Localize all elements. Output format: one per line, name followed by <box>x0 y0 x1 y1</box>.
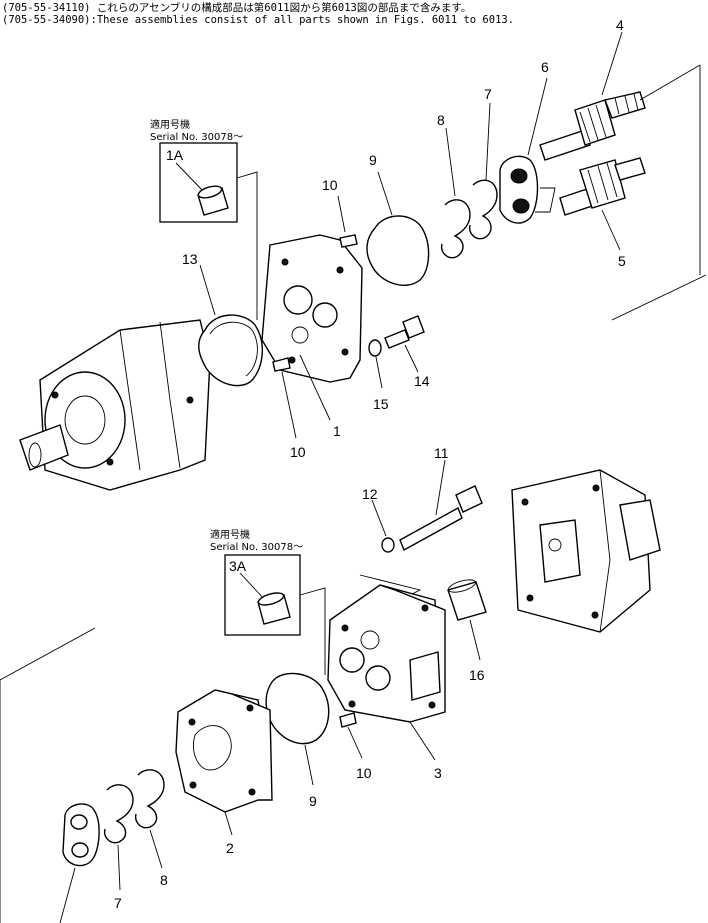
callout-12: 12 <box>362 486 378 502</box>
lower-inset-label: 3A <box>229 558 247 574</box>
bushing-1a <box>197 185 229 216</box>
bushing-plate-6-bottom <box>62 803 100 867</box>
dowel-pin-lower <box>272 357 291 372</box>
callout-10a: 10 <box>322 177 338 193</box>
upper-inset-box <box>159 142 238 223</box>
leader-15 <box>375 356 383 389</box>
lower-inset-jp-label: 適用号機 <box>210 528 250 541</box>
leader-6-top <box>527 77 548 156</box>
bushing-16 <box>447 579 487 621</box>
washer-12 <box>381 537 395 553</box>
leader-2 <box>224 811 233 836</box>
bolt-14 <box>384 315 425 349</box>
leader-9-bottom <box>304 744 314 786</box>
bushing-plate-6-top <box>499 155 539 224</box>
dowel-pin-bottom <box>339 712 357 728</box>
snap-ring-8-top <box>440 199 471 259</box>
upper-inset-serial: Serial No. 30078～ <box>150 132 243 143</box>
callout-14: 14 <box>414 373 430 389</box>
leader-13 <box>199 264 216 316</box>
header-note-japanese: (705-55-34110) これらのアセンブリの構成部品は第6011図から第6… <box>2 1 471 14</box>
callout-7-top: 7 <box>484 86 492 102</box>
phantom-line-upper-right-b <box>639 64 701 101</box>
callout-16: 16 <box>469 667 485 683</box>
gasket-9-top <box>366 215 430 286</box>
callout-8-top: 8 <box>437 112 445 128</box>
upper-inset-label: 1A <box>166 147 184 163</box>
callout-8-bottom: 8 <box>160 872 168 888</box>
leader-10b <box>281 371 297 439</box>
phantom-line-lower-left-a <box>0 627 96 681</box>
callout-6-top: 6 <box>541 59 549 75</box>
leader-6-bottom <box>59 867 76 923</box>
callout-10b: 10 <box>290 444 306 460</box>
lower-inset-link-line <box>299 587 326 675</box>
upper-inset-leader <box>175 162 205 193</box>
callout-15: 15 <box>373 396 389 412</box>
leader-11 <box>435 459 446 516</box>
driven-gear-5 <box>559 157 646 216</box>
callout-11: 11 <box>434 445 449 461</box>
bushing-3a <box>257 592 291 625</box>
callout-7-bottom: 7 <box>114 895 122 911</box>
callout-2: 2 <box>226 840 234 856</box>
leader-5 <box>601 209 621 251</box>
leader-16 <box>469 619 481 661</box>
lower-inset-leader <box>239 572 266 601</box>
upper-inset-jp-label: 適用号機 <box>150 118 190 131</box>
callout-9-bottom: 9 <box>309 793 317 809</box>
phantom-line-upper-right-a <box>611 274 707 321</box>
callout-9-top: 9 <box>369 152 377 168</box>
bolt-11 <box>399 485 483 551</box>
leader-1 <box>299 354 331 421</box>
leader-8-top <box>445 127 456 197</box>
gasket-13 <box>198 314 263 387</box>
snap-ring-7-top <box>468 179 498 240</box>
leader-3 <box>409 721 436 761</box>
drive-gear-4 <box>539 91 646 161</box>
rear-cover <box>511 469 661 633</box>
callout-13: 13 <box>182 251 198 267</box>
callout-1: 1 <box>333 423 341 439</box>
header-note-english: (705-55-34090):These assemblies consist … <box>2 14 514 26</box>
dowel-pin-upper <box>339 234 358 248</box>
callout-5: 5 <box>618 253 626 269</box>
gear-alignment-line <box>535 187 556 213</box>
snap-ring-7-bottom <box>103 784 134 844</box>
callout-10c: 10 <box>356 765 372 781</box>
plate-1 <box>261 234 363 383</box>
callout-4: 4 <box>616 17 624 33</box>
gear-case-2 <box>175 689 273 813</box>
leader-10c <box>347 726 363 759</box>
gasket-9-bottom <box>265 672 330 745</box>
leader-7-bottom <box>117 844 121 891</box>
leader-8-bottom <box>149 829 163 869</box>
upper-pump-body <box>19 319 211 491</box>
leader-9-top <box>377 171 393 216</box>
body-3 <box>327 584 446 723</box>
leader-14 <box>404 344 419 373</box>
lower-inset-serial: Serial No. 30078～ <box>210 542 303 553</box>
upper-inset-link-line <box>236 171 258 320</box>
snap-ring-8-bottom <box>134 769 165 829</box>
leader-7-top <box>485 102 491 181</box>
leader-10a <box>337 195 346 233</box>
callout-3: 3 <box>434 765 442 781</box>
leader-4 <box>601 31 623 96</box>
washer-15 <box>368 339 382 357</box>
leader-12 <box>371 499 387 537</box>
